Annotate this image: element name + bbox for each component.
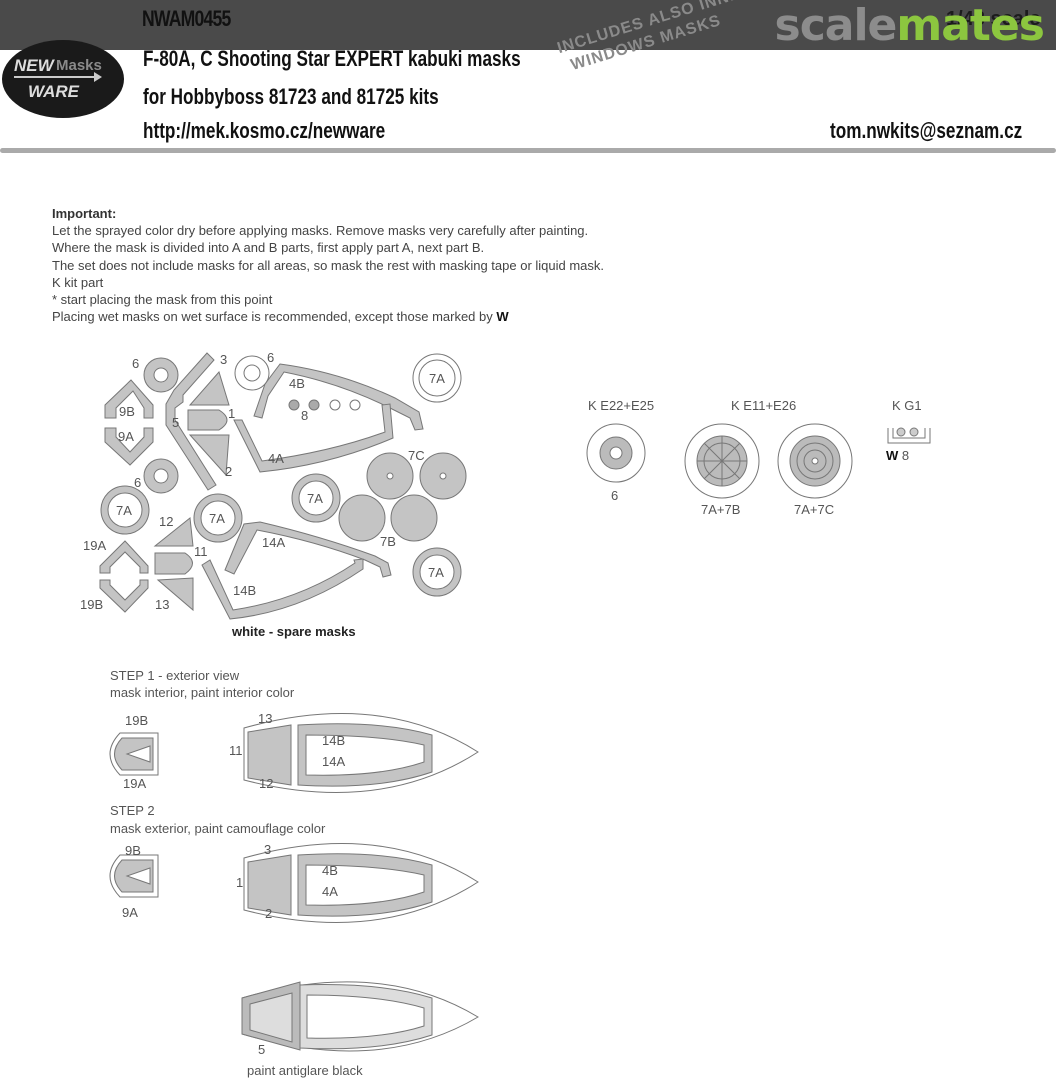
note-line: The set does not include masks for all a… bbox=[52, 257, 605, 273]
step-2-desc: mask exterior, paint camouflage color bbox=[110, 821, 326, 836]
wheel-caption: 8 bbox=[901, 448, 910, 463]
w-marker-label: W 8 bbox=[886, 448, 909, 463]
canopy-label: 9A bbox=[122, 905, 138, 920]
product-subtitle: for Hobbyboss 81723 and 81725 kits bbox=[143, 84, 439, 109]
mask-label: 6 bbox=[134, 475, 142, 490]
note-line: Let the sprayed color dry before applyin… bbox=[52, 223, 589, 239]
logo-masks: Masks bbox=[56, 57, 102, 74]
wheel-caption: 7A+7B bbox=[701, 502, 741, 517]
note-line: Where the mask is divided into A and B p… bbox=[52, 240, 485, 256]
step-2-title: STEP 2 bbox=[110, 803, 155, 818]
mask-label: 6 bbox=[267, 350, 275, 365]
canopy-label: 4A bbox=[322, 884, 338, 899]
logo-arrow-icon bbox=[14, 72, 102, 82]
canopy-label: 19B bbox=[125, 713, 149, 728]
mask-label: 2 bbox=[225, 464, 233, 479]
kit-part-label: K G1 bbox=[892, 398, 922, 413]
mask-label: 12 bbox=[159, 514, 174, 529]
notes-heading: Important: bbox=[52, 206, 117, 221]
mask-label: 4A bbox=[268, 451, 284, 466]
mask-label: 14A bbox=[262, 535, 286, 550]
watermark-scale: scale bbox=[774, 0, 898, 51]
note-line: Placing wet masks on wet surface is reco… bbox=[52, 309, 509, 325]
scalemates-watermark: scalemates bbox=[775, 0, 1045, 52]
mask-label: 5 bbox=[172, 415, 180, 430]
canopy-label: 13 bbox=[258, 711, 273, 726]
mask-label: 4B bbox=[289, 376, 305, 391]
mask-label: 7A bbox=[116, 503, 132, 518]
step-1-desc: mask interior, paint interior color bbox=[110, 685, 295, 700]
product-title: F-80A, C Shooting Star EXPERT kabuki mas… bbox=[143, 46, 521, 71]
w-marker: W bbox=[886, 448, 899, 463]
mask-label: 7A bbox=[428, 565, 444, 580]
kit-part-label: K E22+E25 bbox=[588, 398, 655, 413]
mask-label: 19A bbox=[83, 538, 107, 553]
wheel-caption: 7A+7C bbox=[794, 502, 835, 517]
mask-label: 9A bbox=[118, 429, 134, 444]
note-line: * start placing the mask from this point bbox=[52, 292, 273, 308]
mask-label: 11 bbox=[194, 544, 208, 559]
canopy-label: 1 bbox=[236, 875, 244, 890]
mask-label: 3 bbox=[220, 352, 228, 367]
mask-label: 19B bbox=[80, 597, 104, 612]
newware-logo: NEW Masks WARE bbox=[2, 40, 124, 118]
scale-label: 1/48 scale bbox=[946, 8, 1041, 30]
w-marker: W bbox=[496, 309, 509, 325]
antiglare-desc: paint antiglare black bbox=[247, 1063, 363, 1078]
canopy-label: 14A bbox=[322, 754, 346, 769]
canopy-label: 3 bbox=[264, 842, 272, 857]
canopy-label: 9B bbox=[125, 843, 141, 858]
watermark-mates: mates bbox=[896, 0, 1045, 51]
logo-ware: WARE bbox=[28, 82, 79, 101]
canopy-label: 5 bbox=[258, 1042, 266, 1057]
mask-label: 7A bbox=[307, 491, 323, 506]
mask-label: 7C bbox=[408, 448, 425, 463]
mask-label: 7B bbox=[380, 534, 396, 549]
spare-masks-caption: white - spare masks bbox=[232, 624, 356, 639]
mask-label: 13 bbox=[155, 597, 170, 612]
canopy-label: 12 bbox=[259, 776, 274, 791]
logo-new: NEW bbox=[14, 56, 54, 75]
header-divider bbox=[0, 148, 1056, 153]
mask-label: 6 bbox=[132, 356, 140, 371]
website-link[interactable]: http://mek.kosmo.cz/newware bbox=[143, 118, 386, 143]
mask-label: 7A bbox=[429, 371, 445, 386]
product-code: NWAM0455 bbox=[142, 6, 231, 31]
mask-label: 9B bbox=[119, 404, 135, 419]
mask-label: 8 bbox=[301, 408, 309, 423]
mask-label: 7A bbox=[209, 511, 225, 526]
canopy-label: 2 bbox=[265, 906, 273, 921]
important-notes: Important: Let the sprayed color dry bef… bbox=[52, 205, 604, 325]
canopy-label: 4B bbox=[322, 863, 338, 878]
mask-label: 14B bbox=[233, 583, 257, 598]
note-line: K kit part bbox=[52, 274, 104, 290]
step-1-title: STEP 1 - exterior view bbox=[110, 668, 240, 683]
canopy-label: 14B bbox=[322, 733, 346, 748]
kit-part-label: K E11+E26 bbox=[731, 398, 797, 413]
wheel-caption: 6 bbox=[611, 488, 619, 503]
canopy-label: 19A bbox=[123, 776, 147, 791]
mask-label: 1 bbox=[228, 406, 236, 421]
email-link[interactable]: tom.nwkits@seznam.cz bbox=[830, 118, 1023, 143]
header-bar bbox=[0, 0, 1056, 50]
canopy-label: 11 bbox=[229, 743, 243, 758]
